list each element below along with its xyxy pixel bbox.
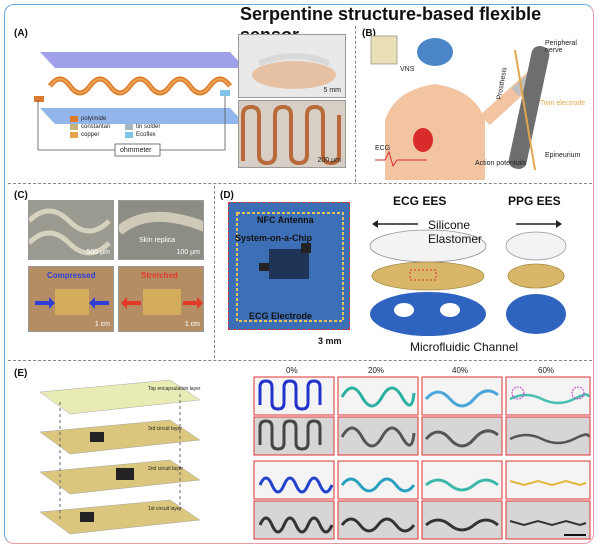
- ecg-electrode-label: ECG Electrode: [249, 311, 313, 321]
- compressed-label: Compressed: [47, 271, 96, 280]
- scale-3mm: 3 mm: [318, 336, 342, 346]
- legend-polyimide: polyimide: [70, 116, 106, 122]
- peripheral-nerve-label: Peripheral nerve: [545, 40, 577, 54]
- legend-copper: copper: [70, 132, 99, 138]
- panel-e-label: (E): [14, 368, 28, 379]
- scale-500um: 500 μm: [86, 249, 111, 256]
- scale-1cm-a: 1 cm: [94, 321, 110, 328]
- panel-e-stacked-layers: [39, 379, 201, 535]
- layer-label-1st: 1st circuit layer: [148, 506, 182, 512]
- legend-label: copper: [81, 132, 100, 138]
- panel-d-label: (D): [220, 190, 234, 201]
- panel-e-strain-grid: [253, 376, 591, 540]
- panel-b-illustration: [370, 35, 550, 180]
- action-potentials-label: Action potentials: [475, 160, 527, 167]
- panel-a-layer-diagram: [34, 52, 245, 157]
- legend-tin-solder: tin solder: [125, 124, 160, 130]
- scale-100um: 100 μm: [176, 249, 201, 256]
- layer-label-3rd: 3rd circuit layer: [148, 426, 182, 432]
- layer-label-2nd: 2nd circuit layer: [148, 466, 184, 472]
- panel-d-exploded-view: [369, 220, 567, 336]
- divider-row1: [8, 183, 592, 184]
- scale-200um: 200 μm: [317, 157, 342, 164]
- panel-c-sem-1: 500 μm: [28, 200, 114, 260]
- strain-label-40-top: 40%: [452, 366, 469, 375]
- elastomer-label: Elastomer: [428, 232, 483, 246]
- skin-replica-label: Skin replica: [139, 237, 176, 244]
- copper-swatch: [70, 132, 78, 138]
- divider-ab: [355, 26, 356, 182]
- legend-label: tin solder: [136, 124, 161, 130]
- epineurium-label: Epineurium: [545, 152, 581, 159]
- panel-a-photo-serpentine: 200 μm: [238, 100, 346, 168]
- panel-b-label: (B): [362, 28, 376, 39]
- silicone-label: Silicone: [428, 218, 471, 232]
- legend-label: polyimide: [81, 116, 107, 122]
- constantan-swatch: [70, 124, 78, 130]
- polyimide-swatch: [70, 116, 78, 122]
- ppg-ees-label: PPG EES: [508, 194, 561, 208]
- panel-c-label: (C): [14, 190, 28, 201]
- panel-c-sem-2: Skin replica 100 μm: [118, 200, 204, 260]
- strain-label-0-top: 0%: [286, 366, 298, 375]
- ecg-label: ECG: [375, 145, 391, 152]
- ecoflex-swatch: [125, 132, 133, 138]
- legend-constantan: constantan: [70, 124, 110, 130]
- legend-label: Ecoflex: [136, 132, 156, 138]
- panel-d-device-photo: NFC Antenna System-on-a-Chip ECG Electro…: [228, 202, 350, 330]
- panel-a-photo-finger: 5 mm: [238, 34, 346, 98]
- nfc-antenna-label: NFC Antenna: [257, 215, 314, 225]
- scale-1cm-b: 1 cm: [184, 321, 200, 328]
- scale-5mm: 5 mm: [323, 87, 342, 94]
- layer-label-top: Top encapsulation layer: [148, 386, 201, 392]
- ohmmeter-label: ohmmeter: [120, 147, 152, 154]
- microfluidic-channel-label: Microfluidic Channel: [410, 340, 519, 354]
- panel-a-label: (A): [14, 28, 28, 39]
- tin-solder-swatch: [125, 124, 133, 130]
- divider-cd: [214, 186, 215, 358]
- figure-frame: [4, 4, 594, 544]
- legend-label: constantan: [81, 124, 111, 130]
- stretched-label: Stretched: [141, 271, 178, 280]
- legend-ecoflex: Ecoflex: [125, 132, 156, 138]
- strain-label-20-top: 20%: [368, 366, 385, 375]
- vns-label: VNS: [400, 66, 415, 73]
- panel-c-photo-compressed: Compressed 1 cm: [28, 266, 114, 332]
- soc-label: System-on-a-Chip: [235, 233, 313, 243]
- ecg-ees-label: ECG EES: [393, 194, 447, 208]
- strain-label-60-top: 60%: [538, 366, 555, 375]
- divider-row2: [8, 360, 592, 361]
- twin-electrode-label: Twin electrode: [540, 100, 586, 107]
- panel-c-photo-stretched: Stretched 1 cm: [118, 266, 204, 332]
